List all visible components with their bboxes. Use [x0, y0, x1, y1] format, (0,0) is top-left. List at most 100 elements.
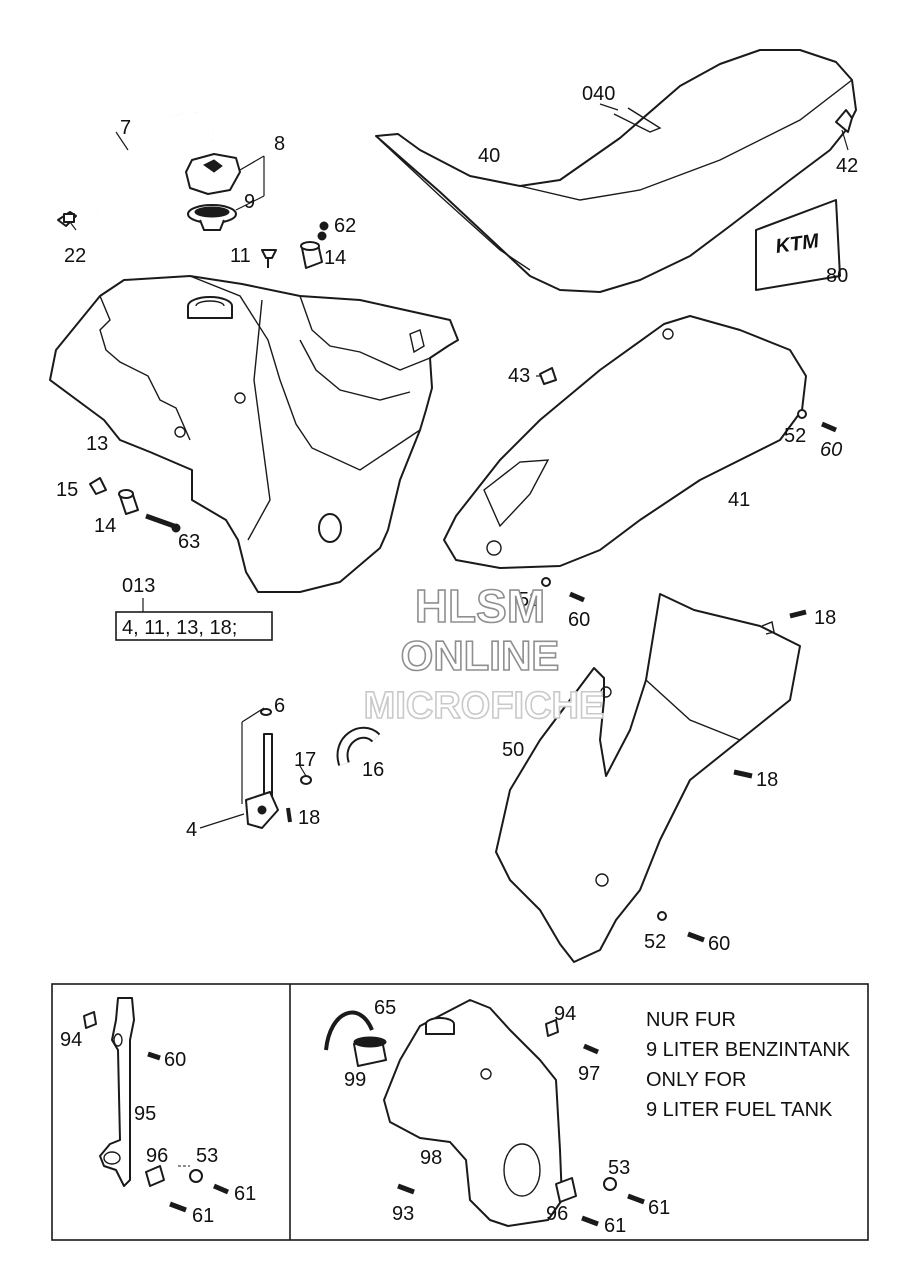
grommet-43	[539, 367, 557, 385]
label-52-a: 52	[784, 425, 806, 447]
vent-hose	[95, 110, 214, 219]
seat	[375, 49, 857, 293]
fuel-cap	[185, 153, 241, 195]
screw-61c	[627, 1193, 645, 1205]
label-94-a: 94	[60, 1029, 82, 1051]
ktm-decal: KTM	[755, 199, 841, 291]
label-43: 43	[508, 365, 530, 387]
watermark-line-2: ONLINE	[401, 632, 560, 679]
label-14-top: 14	[324, 247, 346, 269]
washer-52b	[541, 577, 551, 587]
label-013: 013	[122, 575, 155, 597]
part-labels: 7 8 9 22 62 11 14 13 15 14 63 013 4, 11,…	[56, 83, 858, 1237]
kit-contents: 4, 11, 13, 18;	[122, 617, 237, 639]
options-box	[51, 983, 869, 1241]
label-94-b: 94	[554, 1003, 576, 1025]
label-61-d: 61	[604, 1215, 626, 1237]
bushing-14-top	[300, 241, 323, 269]
label-93: 93	[392, 1203, 414, 1225]
label-53-b: 53	[608, 1157, 630, 1179]
label-18-b: 18	[756, 769, 778, 791]
hose-fitting	[57, 211, 77, 227]
screw-61a	[213, 1183, 229, 1195]
screw-61b	[169, 1201, 187, 1213]
label-97: 97	[578, 1063, 600, 1085]
watermark-line-3: MICROFICHE	[364, 685, 605, 727]
screw-18a	[789, 609, 807, 619]
label-52-b: 52	[518, 589, 540, 611]
label-80: 80	[826, 265, 848, 287]
washer-52a	[797, 409, 807, 419]
screw-62	[317, 221, 329, 241]
bushing-14	[118, 489, 139, 515]
hose-16	[336, 726, 381, 766]
screw-97	[583, 1043, 599, 1055]
screw-18b	[733, 769, 753, 779]
label-60-b: 60	[568, 609, 590, 631]
label-15: 15	[56, 479, 78, 501]
label-63: 63	[178, 531, 200, 553]
leader-lines	[69, 103, 849, 829]
screw-60a	[821, 421, 837, 433]
note-line-2: 9 LITER BENZINTANK	[646, 1039, 851, 1061]
spacer-94b	[545, 1019, 559, 1037]
clip-96a	[145, 1165, 165, 1187]
label-41: 41	[728, 489, 750, 511]
side-panel-41	[443, 315, 807, 569]
screw-60d	[147, 1051, 161, 1061]
label-18-c: 18	[298, 807, 320, 829]
small-fuel-tank	[383, 999, 563, 1227]
label-61-a: 61	[234, 1183, 256, 1205]
fuel-tap	[241, 707, 279, 829]
label-98: 98	[420, 1147, 442, 1169]
label-4: 4	[186, 819, 197, 841]
label-42: 42	[836, 155, 858, 177]
fuel-tank	[49, 275, 459, 593]
watermark-line-1: HLSM	[415, 580, 545, 632]
screw-60c	[687, 931, 705, 943]
label-40: 40	[478, 145, 500, 167]
label-60-d: 60	[164, 1049, 186, 1071]
washer-53b	[603, 1177, 617, 1191]
spacer-94a	[83, 1011, 97, 1029]
washer-52c	[657, 911, 667, 921]
label-9: 9	[244, 191, 255, 213]
note-line-1: NUR FUR	[646, 1009, 736, 1031]
label-16: 16	[362, 759, 384, 781]
clip-96b	[555, 1177, 577, 1203]
label-7: 7	[120, 117, 131, 139]
screw-61d	[581, 1215, 599, 1227]
screw-60b	[569, 591, 585, 603]
label-52-c: 52	[644, 931, 666, 953]
label-96-b: 96	[546, 1203, 568, 1225]
side-panel-50	[495, 593, 801, 963]
label-18-a: 18	[814, 607, 836, 629]
label-13: 13	[86, 433, 108, 455]
o-ring-6	[260, 708, 272, 716]
label-8: 8	[274, 133, 285, 155]
screw-15	[89, 477, 107, 495]
label-22: 22	[64, 245, 86, 267]
label-61-c: 61	[648, 1197, 670, 1219]
kit-box	[115, 598, 273, 641]
bracket-95	[99, 997, 135, 1187]
label-17: 17	[294, 749, 316, 771]
note-line-3: ONLY FOR	[646, 1069, 746, 1091]
watermark: HLSM ONLINE MICROFICHE	[363, 579, 605, 728]
label-96-a: 96	[146, 1145, 168, 1167]
label-60-a: 60	[820, 439, 842, 461]
bolt-63	[145, 513, 181, 533]
label-95: 95	[134, 1103, 156, 1125]
label-60-c: 60	[708, 933, 730, 955]
bolt-93	[397, 1183, 415, 1195]
fitment-note: NUR FUR 9 LITER BENZINTANK ONLY FOR 9 LI…	[646, 1009, 851, 1121]
label-99: 99	[344, 1069, 366, 1091]
vent-hose-65	[324, 1010, 374, 1051]
cap-99	[353, 1036, 387, 1067]
seat-bolt-42	[835, 109, 853, 133]
label-62: 62	[334, 215, 356, 237]
label-6: 6	[274, 695, 285, 717]
label-040: 040	[582, 83, 615, 105]
